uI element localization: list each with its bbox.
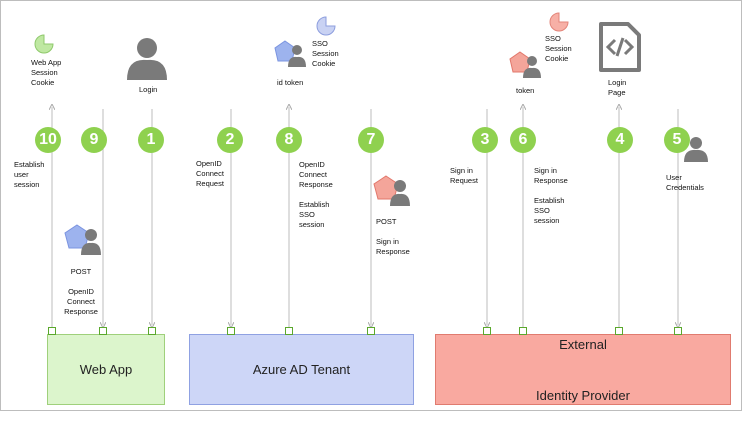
azure-ad-tenant-box: Azure AD Tenant <box>189 334 414 405</box>
user-credentials-icon <box>684 137 708 162</box>
sso-cookie-idp-label: SSO Session Cookie <box>545 34 572 63</box>
post-oidc-response-label: POST OpenID Connect Response <box>64 267 98 316</box>
azure-ad-tenant-label: Azure AD Tenant <box>252 362 351 377</box>
step-9: 9 <box>81 127 107 153</box>
sso-cookie-azure-label: SSO Session Cookie <box>312 39 339 68</box>
diagram-canvas: Web App Session Cookie Login SSO Session… <box>0 0 742 411</box>
user-red-pentagon-icon <box>509 51 541 78</box>
step-5: 5 <box>664 127 690 153</box>
step-6: 6 <box>510 127 536 153</box>
port-3 <box>483 327 491 335</box>
step-10: 10 <box>35 127 61 153</box>
port-4 <box>615 327 623 335</box>
step-8: 8 <box>276 127 302 153</box>
step-3: 3 <box>472 127 498 153</box>
step-7: 7 <box>358 127 384 153</box>
user-blue-pentagon-icon-post <box>64 224 101 255</box>
port-2 <box>227 327 235 335</box>
user-icon <box>127 38 167 80</box>
port-9 <box>99 327 107 335</box>
oidc-request-label: OpenID Connect Request <box>196 159 224 188</box>
establish-user-session-label: Establish user session <box>14 160 45 189</box>
idp-label-line1: External <box>559 336 607 352</box>
port-7 <box>367 327 375 335</box>
idp-label-line2: Identity Provider <box>536 387 630 403</box>
port-6 <box>519 327 527 335</box>
post-signin-response-label: POST Sign in Response <box>376 217 410 256</box>
port-5 <box>674 327 682 335</box>
signin-response-sso-label: Sign in Response Establish SSO session <box>534 166 568 225</box>
step-2: 2 <box>217 127 243 153</box>
code-page-icon <box>599 22 641 72</box>
step-4: 4 <box>607 127 633 153</box>
web-app-label: Web App <box>79 362 133 377</box>
port-8 <box>285 327 293 335</box>
cookie-red-icon <box>549 12 569 32</box>
external-identity-provider-box: External Identity Provider <box>435 334 731 405</box>
oidc-response-sso-label: OpenID Connect Response Establish SSO se… <box>299 160 333 229</box>
user-red-pentagon-icon-post <box>373 175 410 206</box>
login-page-label: Login Page <box>608 78 627 97</box>
cookie-blue-icon <box>316 16 336 36</box>
id-token-label: id token <box>277 78 304 87</box>
cookie-green-icon <box>34 34 54 54</box>
step-1: 1 <box>138 127 164 153</box>
user-credentials-label: User Credentials <box>666 173 704 192</box>
web-app-cookie-label: Web App Session Cookie <box>31 58 62 87</box>
signin-request-label: Sign in Request <box>450 166 478 185</box>
port-1 <box>148 327 156 335</box>
web-app-box: Web App <box>47 334 165 405</box>
login-label: Login <box>139 85 158 94</box>
token-label: token <box>516 86 535 95</box>
port-10 <box>48 327 56 335</box>
user-blue-pentagon-icon <box>274 40 306 67</box>
